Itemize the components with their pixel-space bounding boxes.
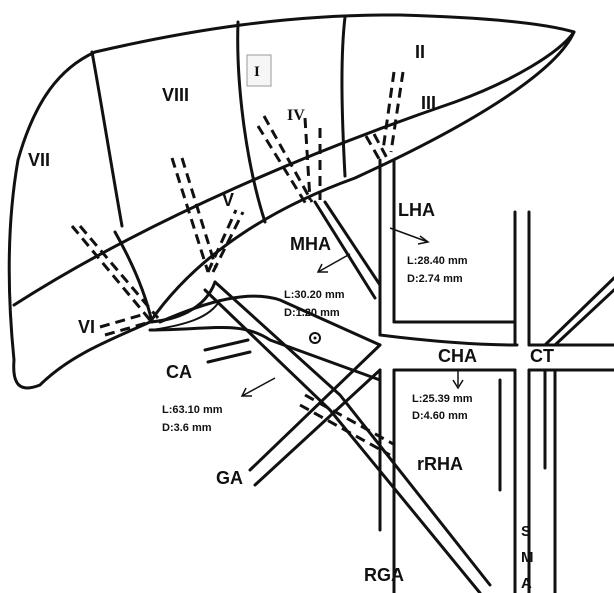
- lha-diameter: D:2.74 mm: [407, 273, 463, 285]
- boundary-vi-v: [115, 232, 152, 322]
- boundary-viii-iv: [238, 22, 265, 222]
- segment-iii-label: III: [421, 93, 436, 113]
- segment-vii-label: VII: [28, 150, 50, 170]
- small-circle-dot: [314, 337, 317, 340]
- ca-diameter: D:3.6 mm: [162, 422, 212, 434]
- ca-length: L:63.10 mm: [162, 404, 223, 416]
- mha-diameter: D:1.20 mm: [284, 307, 340, 319]
- lha-label: LHA: [398, 200, 435, 220]
- segment-iv-label: IV: [287, 107, 305, 124]
- sma-label-m: M: [521, 549, 534, 566]
- lha-length: L:28.40 mm: [407, 255, 468, 267]
- segment-i-label: I: [254, 64, 260, 80]
- arterial-tree: [150, 160, 614, 593]
- sma-label-s: S: [521, 523, 531, 540]
- cha-label: CHA: [438, 346, 477, 366]
- cha-diameter: D:4.60 mm: [412, 410, 468, 422]
- rga-label: RGA: [364, 565, 404, 585]
- cha-length: L:25.39 mm: [412, 393, 473, 405]
- ga-label: GA: [216, 468, 243, 488]
- dashed-intrahepatic-branches: [72, 72, 403, 335]
- boundary-vii-viii: [92, 52, 122, 226]
- ct-label: CT: [530, 346, 554, 366]
- portal-plane: [14, 32, 574, 305]
- segment-vi-label: VI: [78, 317, 95, 337]
- ca-label: CA: [166, 362, 192, 382]
- segment-viii-label: VIII: [162, 85, 189, 105]
- segment-v-label: V: [222, 190, 234, 210]
- mha-label: MHA: [290, 234, 331, 254]
- mha-length: L:30.20 mm: [284, 289, 345, 301]
- segment-ii-label: II: [415, 42, 425, 62]
- sma-label-a: A: [521, 575, 532, 592]
- rrha-label: rRHA: [417, 454, 463, 474]
- boundary-iv-ii: [342, 17, 345, 176]
